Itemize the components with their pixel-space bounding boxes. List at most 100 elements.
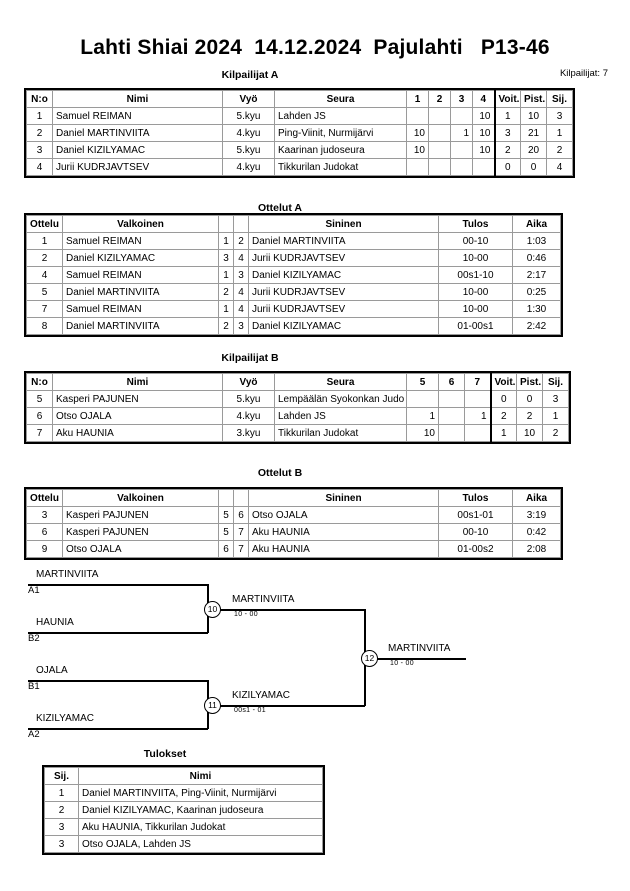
cell-blue-no: 6	[233, 506, 249, 524]
cell-white-name: Daniel MARTINVIITA	[62, 317, 219, 335]
cell-white-no: 5	[218, 523, 234, 541]
table-header-row: Sij. Nimi	[44, 767, 323, 785]
bracket-match-number: 11	[204, 697, 221, 714]
bracket-line	[28, 584, 208, 586]
pool-b-caption: Kilpailijat B	[221, 352, 279, 364]
cell-match-no: 9	[26, 540, 63, 558]
bracket-entry-name: KIZILYAMAC	[36, 713, 94, 724]
col-points: Pist.	[516, 373, 543, 391]
cell-white-no: 1	[218, 300, 234, 318]
cell-points: 2	[516, 407, 543, 425]
cell-match-no: 7	[26, 300, 63, 318]
col-points: Pist.	[520, 90, 547, 108]
cell-opponent-score: 10	[406, 124, 429, 142]
cell-opponent-score	[450, 141, 473, 159]
cell-rank: 1	[546, 124, 573, 142]
cell-white-name: Samuel REIMAN	[62, 266, 219, 284]
cell-opponent-score	[438, 407, 465, 425]
cell-opponent-score	[406, 390, 439, 408]
cell-blue-no: 2	[233, 232, 249, 250]
cell-rank: 3	[44, 818, 79, 836]
col-rank: Sij.	[546, 90, 573, 108]
cell-match-no: 6	[26, 523, 63, 541]
cell-time: 1:30	[512, 300, 561, 318]
cell-result: 10-00	[438, 283, 513, 301]
col-white-no	[218, 489, 234, 507]
cell-match-no: 2	[26, 249, 63, 267]
cell-opponent-score: 10	[472, 124, 495, 142]
cell-name: Daniel KIZILYAMAC	[52, 141, 223, 159]
col-no: N:o	[26, 90, 53, 108]
cell-club: Lahden JS	[274, 107, 407, 125]
cell-match-no: 8	[26, 317, 63, 335]
cell-name: Jurii KUDRJAVTSEV	[52, 158, 223, 176]
cell-result: 01-00s2	[438, 540, 513, 558]
cell-wins: 1	[489, 424, 517, 442]
cell-blue-no: 4	[233, 283, 249, 301]
cell-points: 10	[520, 107, 547, 125]
col-time: Aika	[512, 489, 561, 507]
cell-club: Lahden JS	[274, 407, 407, 425]
cell-white-name: Kasperi PAJUNEN	[62, 523, 219, 541]
bracket-line	[220, 705, 365, 707]
cell-time: 3:19	[512, 506, 561, 524]
cell-opponent-score: 10	[406, 424, 439, 442]
cell-rank: 1	[542, 407, 569, 425]
cell-blue-no: 4	[233, 300, 249, 318]
cell-belt: 5.kyu	[222, 141, 275, 159]
col-white: Valkoinen	[62, 489, 219, 507]
cell-blue-name: Jurii KUDRJAVTSEV	[248, 249, 439, 267]
bracket-entry-name: MARTINVIITA	[36, 569, 99, 580]
cell-opponent-score	[450, 158, 473, 176]
cell-belt: 4.kyu	[222, 124, 275, 142]
cell-no: 5	[26, 390, 53, 408]
cell-white-no: 3	[218, 249, 234, 267]
cell-white-no: 2	[218, 283, 234, 301]
cell-no: 7	[26, 424, 53, 442]
cell-opponent-score	[438, 424, 465, 442]
cell-points: 10	[516, 424, 543, 442]
cell-wins: 0	[493, 158, 521, 176]
elimination-bracket: MARTINVIITA A1 HAUNIA B2 10 MARTINVIITA …	[0, 560, 630, 745]
cell-name: Aku HAUNIA, Tikkurilan Judokat	[78, 818, 323, 836]
cell-wins: 2	[493, 141, 521, 159]
cell-result: 10-00	[438, 249, 513, 267]
col-op-6: 6	[438, 373, 465, 391]
cell-opponent-score	[464, 424, 491, 442]
cell-blue-name: Daniel MARTINVIITA	[248, 232, 439, 250]
cell-wins: 3	[493, 124, 521, 142]
col-rank: Sij.	[542, 373, 569, 391]
cell-blue-no: 7	[233, 523, 249, 541]
cell-rank: 1	[44, 784, 79, 802]
bracket-entry-seed: A1	[28, 585, 40, 596]
cell-time: 2:17	[512, 266, 561, 284]
cell-white-no: 1	[218, 266, 234, 284]
cell-name: Samuel REIMAN	[52, 107, 223, 125]
col-blue: Sininen	[248, 215, 439, 233]
cell-name: Otso OJALA	[52, 407, 223, 425]
cell-blue-name: Otso OJALA	[248, 506, 439, 524]
bracket-entry-name: HAUNIA	[36, 617, 74, 628]
col-blue-no	[233, 215, 249, 233]
cell-no: 4	[26, 158, 53, 176]
col-name: Nimi	[78, 767, 323, 785]
cell-opponent-score	[406, 107, 429, 125]
cell-match-no: 3	[26, 506, 63, 524]
col-belt: Vyö	[222, 373, 275, 391]
cell-white-name: Otso OJALA	[62, 540, 219, 558]
cell-opponent-score	[428, 158, 451, 176]
col-op-3: 3	[450, 90, 473, 108]
